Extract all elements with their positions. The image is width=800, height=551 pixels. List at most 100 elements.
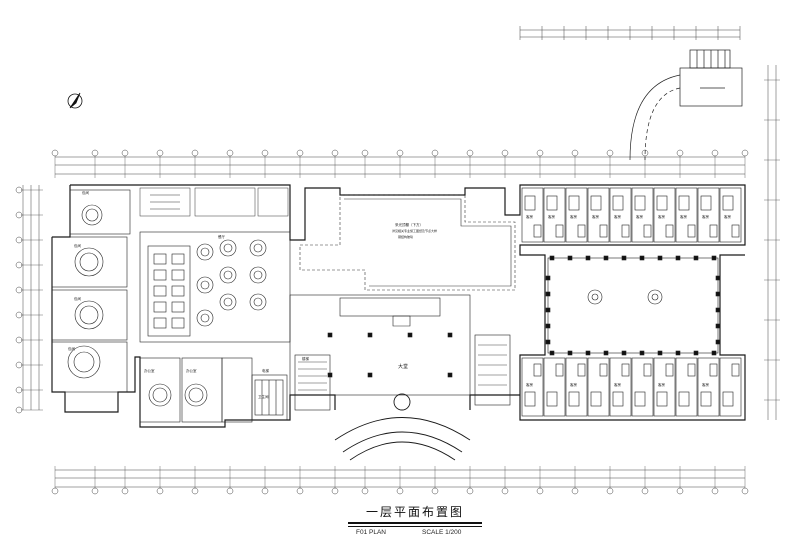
room-label: 客房 [680, 214, 688, 219]
guest-room [609, 357, 632, 417]
guest-bed [590, 195, 602, 211]
guest-bed [546, 195, 558, 211]
guest-bed [568, 391, 580, 407]
grid-bubble [296, 149, 304, 157]
column [715, 275, 721, 281]
room-label: 客房 [548, 214, 556, 219]
guest-room [719, 357, 742, 417]
dining-table-inner [253, 270, 263, 280]
guest-bath [621, 224, 630, 238]
guest-room [587, 357, 610, 417]
grid-bubble [396, 149, 404, 157]
room-label: 客房 [592, 214, 600, 219]
room-label: 包间 [74, 243, 81, 248]
column [367, 372, 373, 378]
grid-bubble [536, 149, 544, 157]
grid-bubble [396, 487, 404, 495]
banquet-table [153, 301, 167, 313]
room-label: 客房 [570, 382, 578, 387]
room-label: 办公室 [144, 368, 155, 373]
grid-bubble [51, 149, 59, 157]
guest-bath [555, 363, 564, 377]
lobby-label: 大堂 [398, 363, 408, 370]
dining-table-inner [223, 243, 233, 253]
column [715, 339, 721, 345]
grid-bubble [261, 149, 269, 157]
guest-bed [524, 391, 536, 407]
guest-bath [555, 224, 564, 238]
column [657, 350, 663, 356]
guest-room [697, 357, 720, 417]
banquet-table [171, 285, 185, 297]
column [327, 332, 333, 338]
banquet-table [171, 269, 185, 281]
dining-table [219, 266, 237, 284]
guest-bath [643, 363, 652, 377]
guest-bath [665, 224, 674, 238]
column [693, 255, 699, 261]
guest-room [653, 357, 676, 417]
courtyard-note-1: 采光顶棚（下方） [395, 222, 423, 227]
column [693, 350, 699, 356]
grid-bubble [361, 149, 369, 157]
left-dimension-chain [22, 185, 40, 410]
guest-bed [722, 391, 734, 407]
dining-table-inner [200, 247, 210, 257]
room-label: 客房 [614, 214, 622, 219]
guest-bath [599, 363, 608, 377]
column [715, 291, 721, 297]
dining-table-inner [200, 280, 210, 290]
courtyard-note-2: 详见相关专业施工图纸及节点大样 [392, 228, 437, 233]
column [715, 323, 721, 329]
restaurant-hall [139, 231, 291, 343]
grid-bubble [156, 149, 164, 157]
plan-label: F01 PLAN [356, 529, 386, 536]
dining-table [219, 293, 237, 311]
guest-bed [568, 195, 580, 211]
room-label: 餐厅 [218, 234, 225, 239]
grid-bubble [261, 487, 269, 495]
guest-room [675, 187, 698, 243]
guest-bath [731, 224, 740, 238]
guest-bath [687, 363, 696, 377]
annex-ramp [629, 49, 743, 161]
guest-bed [524, 195, 536, 211]
column [567, 255, 573, 261]
banquet-table [153, 285, 167, 297]
scale-label: SCALE 1/200 [422, 529, 462, 536]
guest-room [631, 357, 654, 417]
room-label: 客房 [636, 214, 644, 219]
room-label: 客房 [526, 382, 534, 387]
grid-bubble [331, 487, 339, 495]
guest-bed [634, 391, 646, 407]
room-label: 电梯 [262, 368, 270, 373]
column [675, 350, 681, 356]
dining-table-inner [223, 297, 233, 307]
column [585, 350, 591, 356]
guest-bed [612, 391, 624, 407]
building-outline [51, 184, 746, 428]
grid-bubble [121, 487, 129, 495]
guest-rooms-bottom-row [521, 357, 742, 417]
dining-table [196, 243, 214, 261]
room-label: 客房 [702, 382, 710, 387]
column [603, 350, 609, 356]
lobby [289, 294, 511, 411]
guest-room [587, 187, 610, 243]
guest-bed [612, 195, 624, 211]
guest-bath [577, 363, 586, 377]
grid-bubble [191, 487, 199, 495]
room-label: 客房 [658, 214, 666, 219]
drawing-title: 一层平面布置图 [365, 505, 464, 519]
north-arrow-icon [67, 92, 83, 109]
right-dimension-chain [767, 65, 777, 420]
grid-bubble [121, 149, 129, 157]
grid-bubble [466, 487, 474, 495]
grid-bubble [641, 487, 649, 495]
grid-bubble [431, 487, 439, 495]
column [407, 332, 413, 338]
grid-bubble [226, 149, 234, 157]
banquet-table [171, 253, 185, 265]
grid-bubble [226, 487, 234, 495]
guest-bed [634, 195, 646, 211]
